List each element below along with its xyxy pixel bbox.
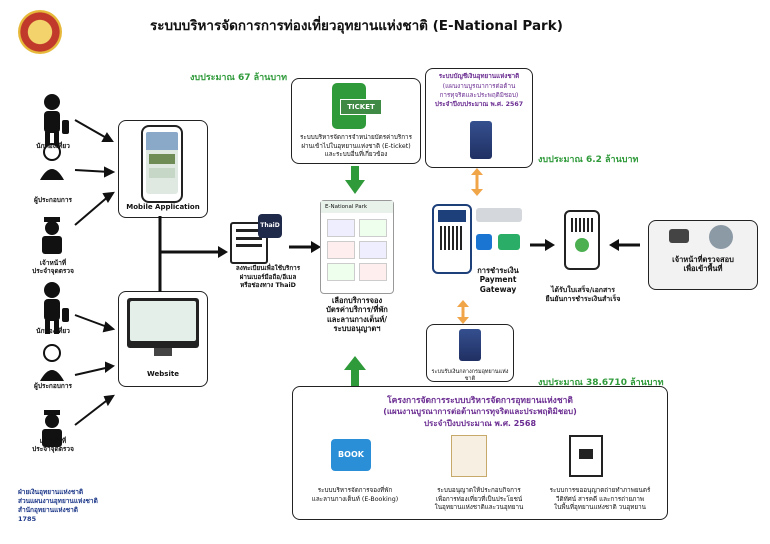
user-arrows: [74, 119, 116, 426]
officer-avatar: [709, 225, 733, 249]
eticket-caption: ระบบบริหารจัดการจำหน่ายบัตรค่าบริการ ผ่า…: [300, 134, 412, 158]
tourist-icon-2: [44, 282, 69, 334]
officer-check-box: เจ้าหน้าที่ตรวจสอบ เพื่อเข้าพื้นที่: [648, 220, 758, 290]
footer-credits: ฝ่ายเงินอุทยานแห่งชาติ ส่วนแผนงานอุทยานแ…: [18, 488, 98, 524]
wechat-pay-icon: [498, 234, 520, 250]
project-year: ประจำปีงบประมาณ พ.ศ. 2568: [423, 419, 537, 428]
project-box: โครงการจัดการระบบบริหารจัดการอุทยานแห่งช…: [292, 386, 668, 520]
green-arrow-up: [344, 356, 366, 386]
green-arrow-down: [345, 166, 365, 194]
budget-6-2-label: งบประมาณ 6.2 ล้านบาท: [538, 155, 639, 165]
orange-arrow-bottom: [457, 300, 469, 324]
thaid-logo: ThaiD: [258, 214, 282, 238]
register-to-app-arrow: [289, 241, 321, 253]
film-document-icon: [569, 435, 603, 477]
payment-gateway-label: การชำระเงิน Payment Gateway: [477, 266, 519, 294]
label-tourist: นักท่องเที่ยว: [36, 142, 70, 150]
center-app-header: E-National Park: [321, 201, 393, 213]
permit-caption: ระบบอนุญาตให้ประกอบกิจการ เพื่อการท่องเท…: [434, 487, 524, 511]
permit-document-icon: [451, 435, 487, 477]
card-icon: [476, 208, 522, 222]
officer-to-receipt-arrow: [609, 239, 640, 251]
ticket-label: TICKET: [340, 99, 382, 115]
label-operator: ผู้ประกอบการ: [34, 196, 72, 204]
account-subtitle: (แผนงานบูรณาการต่อต้าน การทุจริตและประพฤ…: [439, 83, 519, 99]
ebooking-caption: ระบบบริหารจัดการจองที่พัก และลานกางเต็นท…: [311, 487, 399, 503]
film-caption: ระบบการขออนุญาตถ่ายทำภาพยนตร์ วีดิทัศน์ …: [549, 487, 651, 511]
center-app-screen: E-National Park: [320, 200, 394, 294]
receipt-label: ได้รับใบเสร็จ/เอกสาร ยืนยันการชำระเงินสำ…: [545, 286, 621, 303]
project-title: โครงการจัดการระบบบริหารจัดการอุทยานแห่งช…: [387, 396, 573, 406]
project-subtitle: (แผนงานบูรณาการต่อต้านการทุจริตและประพฤต…: [383, 407, 577, 416]
footer-line-1: ฝ่ายเงินอุทยานแห่งชาติ: [18, 488, 84, 496]
footer-line-4: 1785: [18, 515, 37, 524]
footer-line-3: สำนักอุทยานแห่งชาติ: [18, 506, 79, 515]
account-year: ประจำปีงบประมาณ พ.ศ. 2567: [434, 101, 524, 108]
operator-icon-2: [40, 344, 64, 381]
mobile-application-box: Mobile Application: [118, 120, 208, 218]
central-receipt-server-box: ระบบรับเงินกลางกรมอุทยานแห่งชาติ: [426, 324, 514, 382]
server-icon: [470, 121, 492, 159]
mobile-phone-icon: [141, 125, 183, 203]
receipt-phone-icon: [564, 210, 600, 270]
thai-qr-phone-icon: [432, 204, 472, 274]
label-tourist-2: นักท่องเที่ยว: [36, 327, 70, 335]
register-caption: ลงทะเบียนเพื่อใช้บริการ ผ่านเบอร์มือถือ/…: [235, 265, 301, 289]
department-logo: [18, 10, 62, 54]
monitor-icon: [127, 298, 199, 348]
mobile-app-label: Mobile Application: [126, 203, 200, 211]
page-title: ระบบบริหารจัดการการท่องเที่ยวอุทยานแห่งช…: [150, 18, 563, 34]
center-caption: เลือกบริการจอง บัตรค่าบริการ/ที่พัก และล…: [326, 296, 388, 334]
book-icon: BOOK: [331, 439, 371, 471]
app-connector: [158, 216, 228, 292]
account-title: ระบบบัญชีเงินอุทยานแห่งชาติ: [438, 73, 520, 80]
server-caption: ระบบรับเงินกลางกรมอุทยานแห่งชาติ: [431, 369, 509, 383]
payment-to-receipt-arrow: [530, 239, 555, 251]
officer-label: เจ้าหน้าที่ตรวจสอบ เพื่อเข้าพื้นที่: [672, 255, 734, 274]
operator-icon: [40, 143, 64, 180]
website-label: Website: [147, 370, 179, 378]
budget-67-label: งบประมาณ 67 ล้านบาท: [190, 73, 288, 83]
label-operator-2: ผู้ประกอบการ: [34, 382, 72, 390]
alipay-icon: [476, 234, 492, 250]
officer-icon-2: [42, 410, 62, 447]
footer-line-2: ส่วนแผนงานอุทยานแห่งชาติ: [18, 497, 98, 506]
label-officer-2: เจ้าหน้าที่ ประจำจุดตรวจ: [32, 437, 74, 454]
left-users-diagram: [40, 94, 116, 447]
budget-38-label: งบประมาณ 38.6710 ล้านบาท: [538, 378, 664, 388]
tourist-icon: [44, 94, 69, 146]
account-system-box: ระบบบัญชีเงินอุทยานแห่งชาติ (แผนงานบูรณา…: [425, 68, 533, 168]
label-officer: เจ้าหน้าที่ ประจำจุดตรวจ: [32, 259, 74, 276]
server-icon-2: [459, 329, 481, 361]
orange-arrow-top: [471, 168, 483, 196]
scanner-icon: [669, 229, 689, 243]
website-box: Website: [118, 291, 208, 387]
officer-icon: [42, 217, 62, 254]
eticket-box: TICKET ระบบบริหารจัดการจำหน่ายบัตรค่าบริ…: [291, 78, 421, 164]
